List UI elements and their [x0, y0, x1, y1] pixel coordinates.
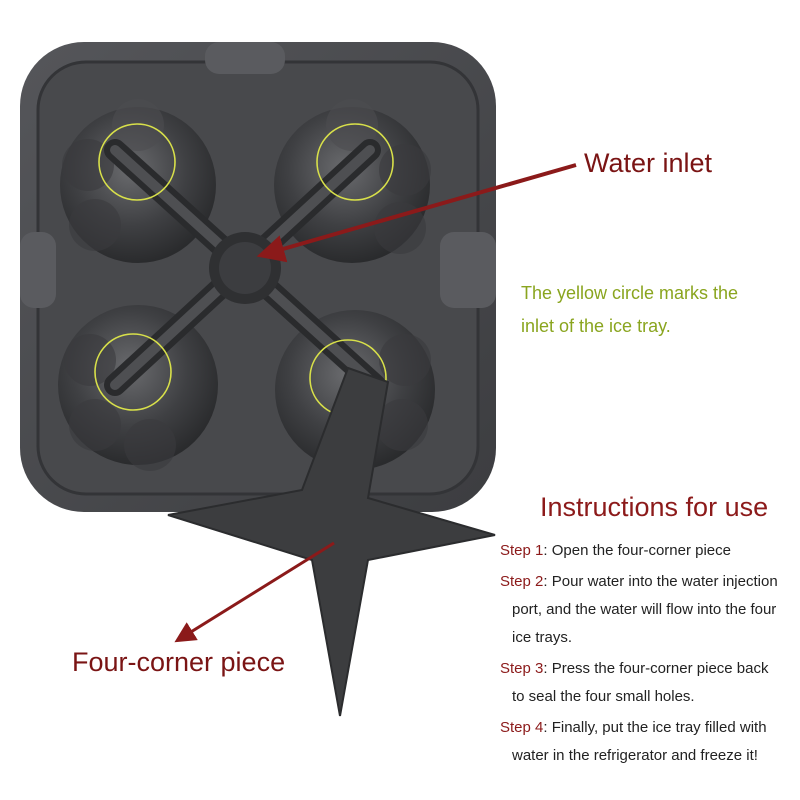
ice-cell-bottom-left	[58, 305, 218, 471]
step-2: Step 2: Pour water into the water inject…	[500, 573, 778, 590]
inlet-markers	[94, 123, 394, 417]
water-inlet-arrow	[256, 163, 577, 263]
water-inlet-label: Water inlet	[584, 148, 713, 178]
ice-cell-top-right	[274, 99, 431, 263]
step-3: Step 3: Press the four-corner piece back	[500, 660, 769, 677]
step-4: Step 4: Finally, put the ice tray filled…	[500, 719, 767, 736]
step-4-line-1: Finally, put the ice tray filled with	[551, 719, 767, 736]
four-corner-piece	[167, 366, 496, 717]
step-2-line-2: port, and the water will flow into the f…	[512, 601, 777, 618]
step-2-line-3: ice trays.	[512, 629, 573, 646]
inlet-circle-top-right	[316, 123, 394, 201]
step-3-line-1: Press the four-corner piece back	[551, 660, 769, 677]
step-2-line-1: Pour water into the water injection	[551, 573, 778, 590]
step-1-line-1: Open the four-corner piece	[551, 542, 731, 559]
step-4-tag: Step 4	[500, 719, 544, 736]
step-4-line-2: water in the refrigerator and freeze it!	[512, 747, 758, 764]
inlet-circle-bottom-left	[94, 333, 172, 411]
four-corner-arrow	[174, 541, 335, 643]
step-2-tag: Step 2	[500, 573, 544, 590]
step-1-tag: Step 1	[500, 542, 544, 559]
instructions-title: Instructions for use	[540, 492, 769, 522]
inlet-note-line1: The yellow circle marks the	[521, 283, 739, 303]
inlet-circle-top-left	[98, 123, 176, 201]
four-corner-piece-label: Four-corner piece	[72, 647, 286, 677]
step-3-line-2: to seal the four small holes.	[512, 688, 695, 705]
step-1: Step 1: Open the four-corner piece	[500, 542, 731, 559]
step-3-tag: Step 3	[500, 660, 544, 677]
ice-tray	[20, 42, 496, 512]
inlet-note-line2: inlet of the ice tray.	[521, 316, 671, 336]
